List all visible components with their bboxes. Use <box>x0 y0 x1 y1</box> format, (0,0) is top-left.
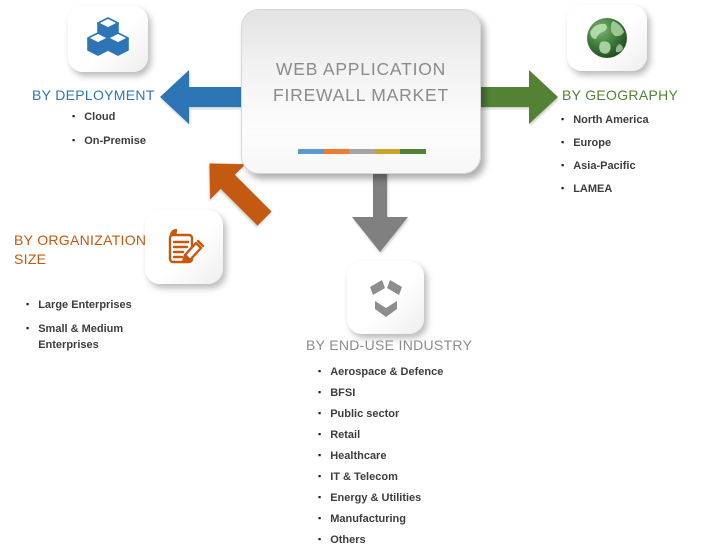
market-title-line2: FIREWALL MARKET <box>272 85 449 105</box>
bullet-icon: ▪ <box>318 387 322 397</box>
list-item-label: Healthcare <box>330 450 387 462</box>
list-item: ▪ Energy & Utilities <box>318 490 443 506</box>
bar-segment <box>323 149 350 154</box>
list-item-label: BFSI <box>330 387 356 399</box>
list-item-label: Cloud <box>84 111 116 123</box>
list-item-label: Retail <box>330 429 361 441</box>
bar-segment <box>374 149 401 154</box>
list-item-label: Asia-Pacific <box>573 160 636 172</box>
industry-icon <box>369 279 402 317</box>
list-item-label: North America <box>573 114 649 126</box>
bullet-icon: ▪ <box>318 429 322 439</box>
bullet-icon: ▪ <box>318 513 322 523</box>
bar-segment <box>298 149 324 154</box>
list-item: ▪ Others <box>318 532 443 548</box>
bullet-icon: ▪ <box>26 323 30 333</box>
organization-size-icon-card <box>145 210 223 284</box>
market-title-line1: WEB APPLICATION <box>275 59 447 79</box>
geography-arrow <box>479 70 558 124</box>
accent-color-bar <box>298 149 426 154</box>
bullet-icon: ▪ <box>561 137 565 147</box>
end-use-industry-arrow <box>352 170 408 252</box>
bullet-icon: ▪ <box>318 408 322 418</box>
list-item: ▪ Europe <box>561 135 649 151</box>
geography-icon-card <box>567 5 647 71</box>
central-market-box: WEB APPLICATION FIREWALL MARKET <box>241 9 481 174</box>
list-item: ▪ BFSI <box>318 385 443 401</box>
geography-list: ▪ North America ▪ Europe ▪ Asia-Pacific ▪ LAMEA <box>561 112 649 204</box>
list-item: ▪ Manufacturing <box>318 511 443 527</box>
list-item-label: Energy & Utilities <box>330 492 422 504</box>
bullet-icon: ▪ <box>561 160 565 170</box>
list-item: ▪ Healthcare <box>318 448 443 464</box>
bullet-icon: ▪ <box>318 471 322 481</box>
list-item-label: Large Enterprises <box>38 299 132 311</box>
bullet-icon: ▪ <box>26 299 30 309</box>
cubes-icon <box>87 17 129 56</box>
deployment-icon-card <box>68 6 148 72</box>
list-item: ▪ Cloud <box>72 109 146 125</box>
organization-size-arrow <box>209 163 272 226</box>
organization-size-list: ▪ Large Enterprises ▪ Small & Medium Enterp… <box>26 297 164 361</box>
list-item-label: Europe <box>573 137 612 149</box>
bullet-icon: ▪ <box>318 534 322 544</box>
list-item-label: Aerospace & Defence <box>330 366 444 378</box>
list-item-label: Others <box>330 534 366 546</box>
deployment-heading: BY DEPLOYMENT <box>32 87 155 103</box>
geography-heading: BY GEOGRAPHY <box>562 87 679 103</box>
bullet-icon: ▪ <box>561 114 565 124</box>
deployment-list: ▪ Cloud ▪ On-Premise <box>72 109 146 157</box>
bullet-icon: ▪ <box>72 111 76 121</box>
list-item-label: Small & Medium Enterprises <box>38 323 124 351</box>
document-pencil-icon <box>168 228 205 264</box>
list-item: ▪ Asia-Pacific <box>561 158 649 174</box>
bullet-icon: ▪ <box>318 450 322 460</box>
market-title: WEB APPLICATION FIREWALL MARKET <box>242 56 480 108</box>
list-item: ▪ Small & Medium Enterprises <box>26 321 164 353</box>
end-use-industry-icon-card <box>347 261 424 334</box>
list-item: ▪ LAMEA <box>561 181 649 197</box>
bar-segment <box>349 149 375 154</box>
bullet-icon: ▪ <box>561 183 565 193</box>
list-item: ▪ Aerospace & Defence <box>318 364 443 380</box>
end-use-industry-heading: BY END-USE INDUSTRY <box>306 337 473 353</box>
list-item-label: On-Premise <box>84 135 146 147</box>
bullet-icon: ▪ <box>318 366 322 376</box>
list-item: ▪ North America <box>561 112 649 128</box>
bullet-icon: ▪ <box>318 492 322 502</box>
bullet-icon: ▪ <box>72 135 76 145</box>
list-item-label: LAMEA <box>573 183 613 195</box>
list-item: ▪ Large Enterprises <box>26 297 164 313</box>
list-item: ▪ IT & Telecom <box>318 469 443 485</box>
end-use-industry-list: ▪Aerospace & Defence▪BFSI▪Public sector▪… <box>318 364 443 553</box>
list-item: ▪ Public sector <box>318 406 443 422</box>
organization-size-heading: BY ORGANIZATION SIZE <box>14 232 147 267</box>
list-item-label: IT & Telecom <box>330 471 398 483</box>
globe-icon <box>587 18 627 58</box>
list-item-label: Public sector <box>330 408 400 420</box>
list-item-label: Manufacturing <box>330 513 406 525</box>
list-item: ▪ Retail <box>318 427 443 443</box>
deployment-arrow <box>160 70 241 124</box>
list-item: ▪ On-Premise <box>72 133 146 149</box>
bar-segment <box>400 149 426 154</box>
